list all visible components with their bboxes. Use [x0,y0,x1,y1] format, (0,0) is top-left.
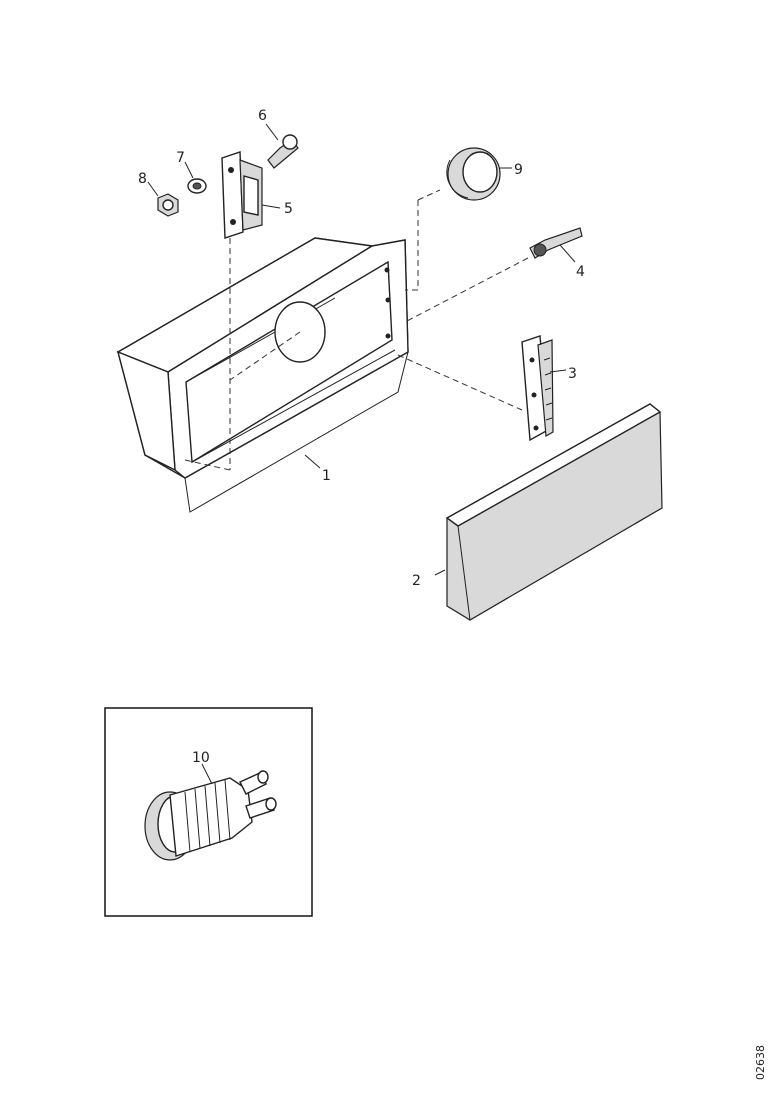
callout-8: 8 [138,171,147,187]
callout-6: 6 [258,108,267,124]
diagram-code: 02638 [754,1045,767,1080]
part-5-latch-bracket [221,151,281,239]
part-1-housing [116,237,409,513]
part-8-nut [147,181,179,217]
callout-1: 1 [322,468,331,484]
flange-hole-3 [385,333,391,339]
callout-2: 2 [412,573,421,589]
part-2-door-panel [434,403,663,621]
part-4-bolt [529,227,583,263]
flange-hole-2 [385,297,391,303]
flange-hole-1 [384,267,390,273]
part-3-hinge [521,335,567,442]
part-6-screw [265,123,299,169]
assembly-lines [184,189,529,471]
callout-5: 5 [284,201,293,217]
part-10-plug [144,763,277,861]
part-7-washer [184,161,207,194]
callout-7: 7 [176,150,185,166]
callout-10: 10 [192,750,210,766]
part-9-grommet [446,147,512,201]
callout-9: 9 [514,162,523,178]
callout-3: 3 [568,366,577,382]
callout-4: 4 [576,264,585,280]
inset-box: 10 [104,707,313,917]
